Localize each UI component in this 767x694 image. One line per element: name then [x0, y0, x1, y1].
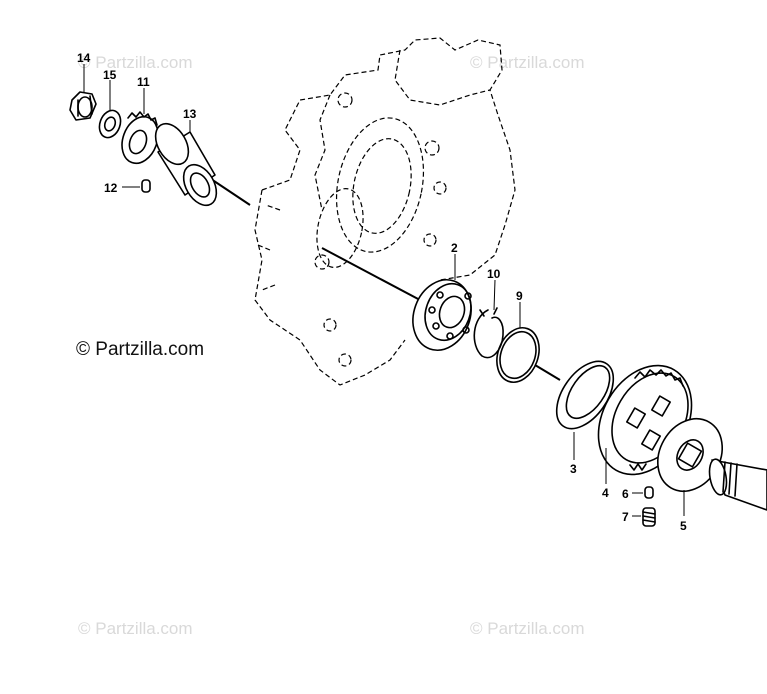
callout-10: 10: [487, 267, 501, 281]
callout-2: 2: [451, 241, 458, 255]
shaft-end: [708, 458, 767, 511]
copyright-text: © Partzilla.com: [76, 339, 204, 360]
callout-9: 9: [516, 289, 523, 303]
part-9-ring: [496, 327, 540, 383]
part-12-pin: [122, 179, 151, 193]
axis-line-lower: [534, 364, 561, 381]
engine-case-outline: [254, 37, 516, 386]
callout-5: 5: [680, 519, 687, 533]
part-15-washer: [98, 109, 122, 139]
watermark-bottom-right: © Partzilla.com: [470, 619, 585, 638]
callout-11: 11: [137, 75, 150, 89]
watermark-top-left: © Partzilla.com: [78, 53, 193, 72]
part-10-circlip: [473, 307, 504, 359]
watermark-bottom-left: © Partzilla.com: [78, 619, 193, 638]
part-2-bearing: [412, 279, 472, 351]
part-6-pin: [632, 486, 654, 499]
part-13-sleeve: [154, 122, 218, 207]
callout-3: 3: [570, 462, 577, 476]
part-14-nut: [69, 91, 97, 121]
callout-7: 7: [622, 510, 629, 524]
callout-4: 4: [602, 486, 609, 500]
callout-13: 13: [183, 107, 197, 121]
callout-6: 6: [622, 487, 629, 501]
part-3-washer: [555, 360, 615, 430]
callout-15: 15: [103, 68, 117, 82]
callout-12: 12: [104, 181, 118, 195]
leader-lines: [83, 64, 685, 516]
part-7-spring: [632, 507, 656, 527]
part-11-gear: [121, 111, 159, 165]
axis-line-mid: [321, 247, 421, 301]
watermark-top-right: © Partzilla.com: [470, 53, 585, 72]
callout-14: 14: [77, 51, 91, 65]
